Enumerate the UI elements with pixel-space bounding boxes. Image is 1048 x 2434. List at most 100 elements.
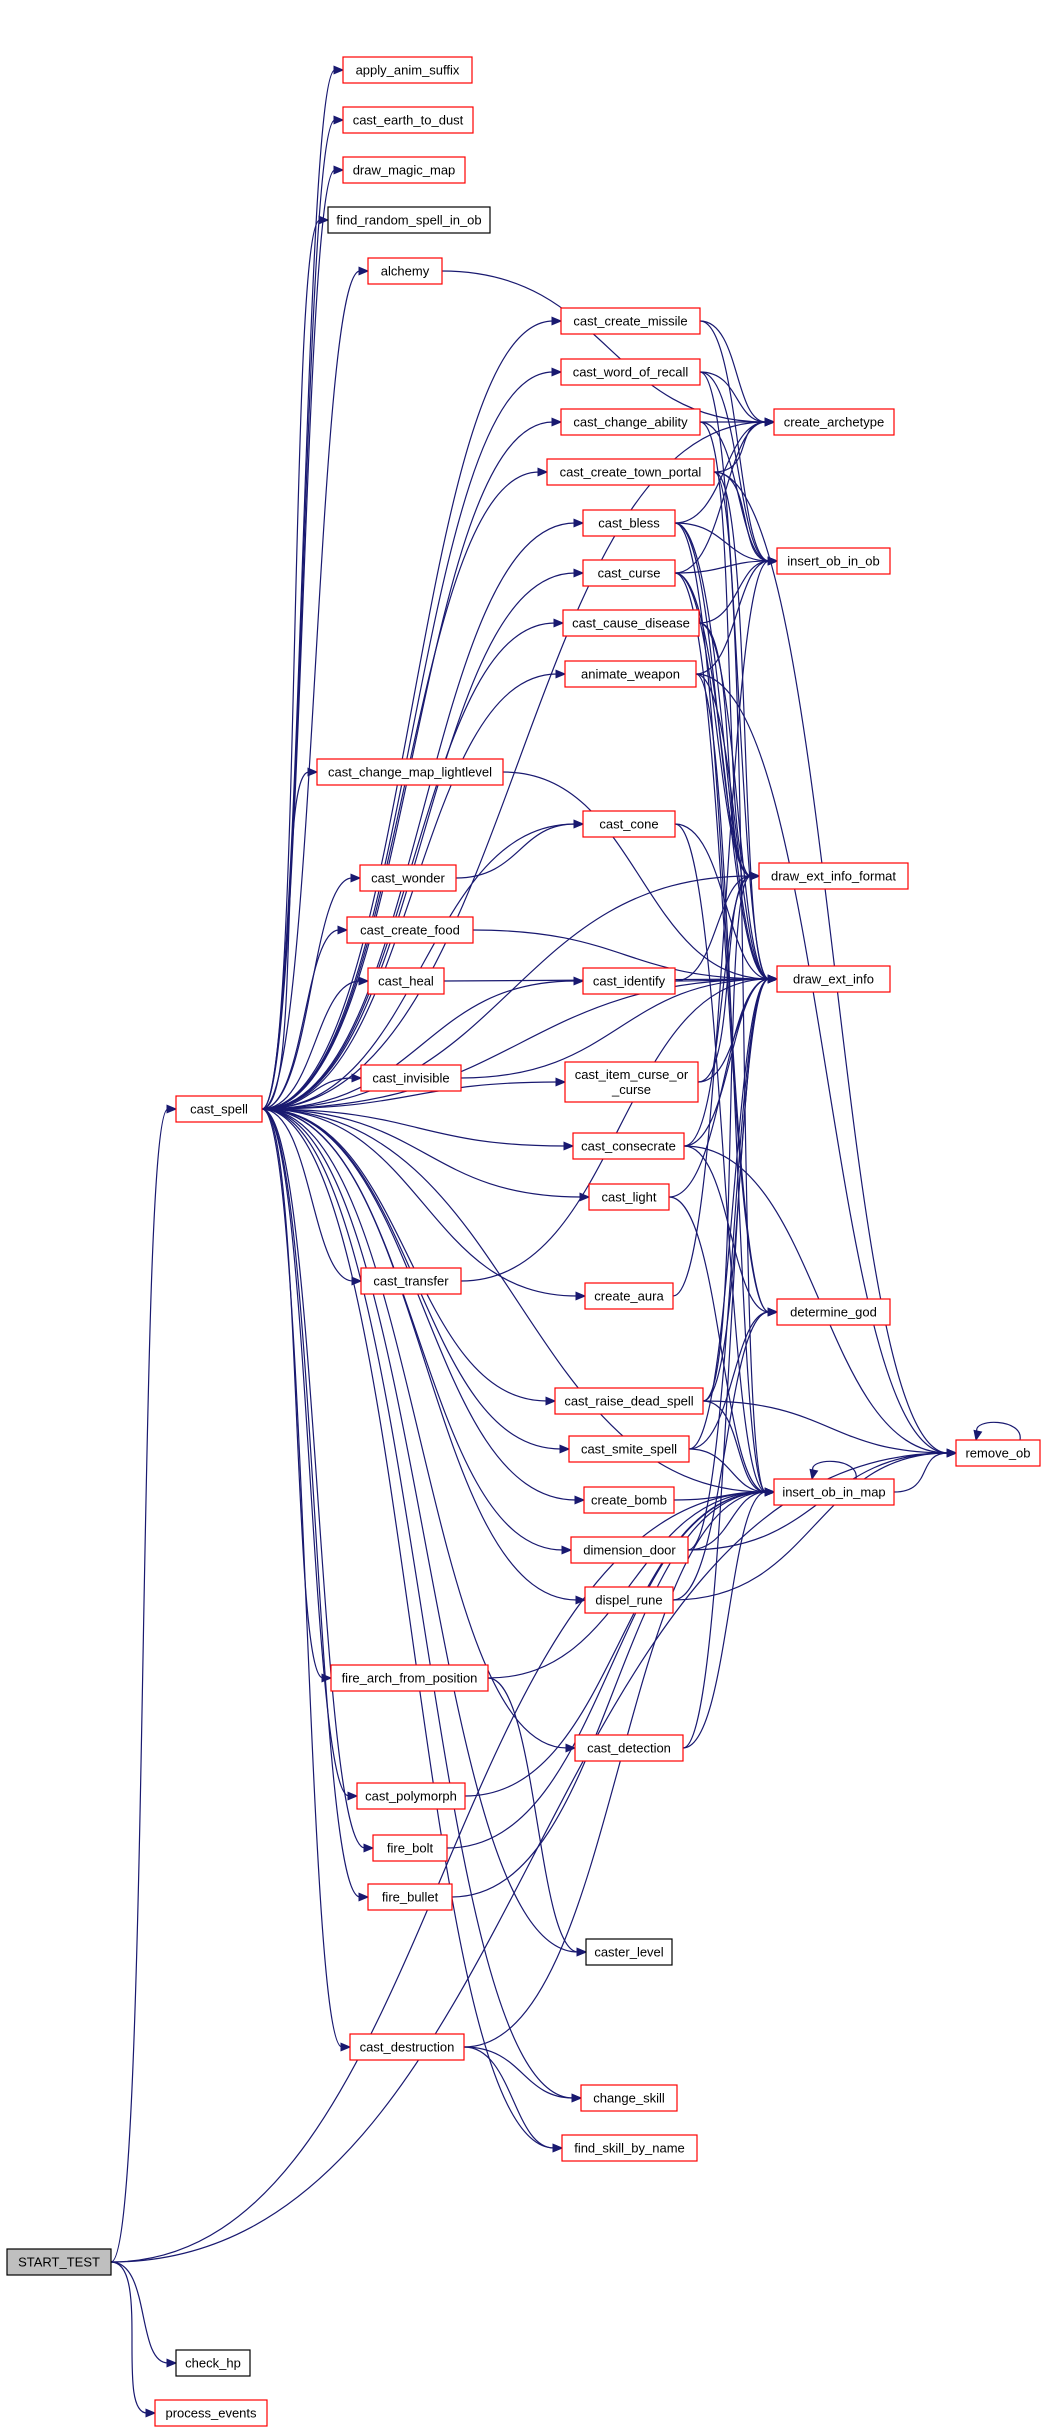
node-label: insert_ob_in_ob	[787, 554, 880, 569]
node-cast-cone[interactable]: cast_cone	[582, 810, 676, 838]
edge-cast-raise-dead-spell-to-remove-ob	[702, 1400, 958, 1458]
node-insert-ob-in-map[interactable]: insert_ob_in_map	[773, 1478, 895, 1506]
node-label: alchemy	[381, 264, 430, 279]
node-box	[572, 1132, 685, 1160]
node-label: insert_ob_in_map	[782, 1485, 885, 1500]
node-create-bomb[interactable]: create_bomb	[583, 1486, 675, 1514]
node-box	[360, 1267, 462, 1295]
node-draw-ext-info[interactable]: draw_ext_info	[776, 965, 891, 993]
node-cast-destruction[interactable]: cast_destruction	[349, 2033, 465, 2061]
edge-cast-spell-to-draw-magic-map	[261, 165, 345, 1110]
edge-insert-ob-in-map-to-insert-ob-in-map	[809, 1460, 857, 1481]
node-cast-spell[interactable]: cast_spell	[175, 1095, 263, 1123]
node-check-hp[interactable]: check_hp	[175, 2349, 251, 2377]
node-label: apply_anim_suffix	[356, 63, 460, 78]
node-cast-create-town-portal[interactable]: cast_create_town_portal	[546, 458, 715, 486]
node-cast-smite-spell[interactable]: cast_smite_spell	[568, 1435, 690, 1463]
node-create-aura[interactable]: create_aura	[584, 1282, 674, 1310]
node-box	[585, 1938, 673, 1966]
node-label: cast_heal	[378, 974, 434, 989]
node-cast-invisible[interactable]: cast_invisible	[360, 1064, 462, 1092]
edge-cast-spell-to-caster-level	[261, 1108, 588, 1957]
node-cast-change-ability[interactable]: cast_change_ability	[560, 408, 701, 436]
node-draw-ext-info-format[interactable]: draw_ext_info_format	[758, 862, 909, 890]
node-fire-arch-from-position[interactable]: fire_arch_from_position	[330, 1664, 489, 1692]
node-caster-level[interactable]: caster_level	[585, 1938, 673, 1966]
edge-animate-weapon-to-remove-ob	[695, 673, 958, 1458]
node-cast-create-food[interactable]: cast_create_food	[346, 916, 474, 944]
node-cast-identify[interactable]: cast_identify	[582, 967, 676, 995]
node-label: cast_change_ability	[573, 415, 688, 430]
node-box	[346, 916, 474, 944]
node-cast-raise-dead-spell[interactable]: cast_raise_dead_spell	[554, 1387, 704, 1415]
edge-cast-spell-to-draw-ext-info	[261, 974, 779, 1110]
edge-cast-destruction-to-find-skill-by-name	[463, 2046, 564, 2153]
node-cast-light[interactable]: cast_light	[588, 1183, 670, 1211]
node-determine-god[interactable]: determine_god	[776, 1298, 891, 1326]
node-dispel-rune[interactable]: dispel_rune	[584, 1586, 674, 1614]
node-change-skill[interactable]: change_skill	[580, 2084, 678, 2112]
node-box	[583, 1486, 675, 1514]
node-cast-bless[interactable]: cast_bless	[582, 509, 676, 537]
node-box	[570, 1536, 689, 1564]
node-START-TEST[interactable]: START_TEST	[6, 2248, 112, 2276]
node-label: draw_magic_map	[353, 163, 456, 178]
node-cast-consecrate[interactable]: cast_consecrate	[572, 1132, 685, 1160]
node-label: cast_spell	[190, 1102, 248, 1117]
node-cast-transfer[interactable]: cast_transfer	[360, 1267, 462, 1295]
node-cast-create-missile[interactable]: cast_create_missile	[560, 307, 701, 335]
node-label: draw_ext_info_format	[771, 869, 896, 884]
edge-cast-spell-to-cast-raise-dead-spell	[261, 1108, 557, 1406]
edge-dimension-door-to-insert-ob-in-map	[687, 1487, 776, 1551]
node-cast-earth-to-dust[interactable]: cast_earth_to_dust	[342, 106, 474, 134]
node-cast-word-of-recall[interactable]: cast_word_of_recall	[560, 358, 701, 386]
node-insert-ob-in-ob[interactable]: insert_ob_in_ob	[776, 547, 891, 575]
node-box	[330, 1664, 489, 1692]
edge-cast-destruction-to-insert-ob-in-map	[463, 1487, 776, 2048]
node-fire-bolt[interactable]: fire_bolt	[372, 1834, 448, 1862]
node-box	[554, 1387, 704, 1415]
node-cast-curse[interactable]: cast_curse	[582, 559, 676, 587]
node-box	[568, 1435, 690, 1463]
edge-cast-spell-to-cast-bless	[261, 518, 585, 1110]
edge-cast-detection-to-draw-ext-info	[682, 974, 779, 1749]
node-label: create_aura	[594, 1289, 664, 1304]
edge-cast-spell-to-dimension-door	[261, 1108, 573, 1555]
node-cast-item-curse-or-curse[interactable]: cast_item_curse_or_curse	[564, 1061, 699, 1103]
edge-cast-spell-to-cast-wonder	[261, 873, 362, 1110]
node-label: START_TEST	[18, 2255, 100, 2270]
node-box	[367, 257, 443, 285]
edge-cast-spell-to-alchemy	[261, 266, 370, 1110]
node-remove-ob[interactable]: remove_ob	[955, 1439, 1041, 1467]
node-fire-bullet[interactable]: fire_bullet	[367, 1883, 453, 1911]
edge-cast-destruction-to-change-skill	[463, 2046, 583, 2103]
node-box	[582, 967, 676, 995]
node-find-skill-by-name[interactable]: find_skill_by_name	[561, 2134, 698, 2162]
node-label: fire_bolt	[387, 1841, 434, 1856]
node-cast-wonder[interactable]: cast_wonder	[359, 864, 457, 892]
node-label: cast_word_of_recall	[573, 365, 689, 380]
edge-cast-spell-to-cast-destruction	[261, 1108, 352, 2052]
node-box	[773, 1478, 895, 1506]
node-process-events[interactable]: process_events	[154, 2399, 268, 2427]
node-cast-heal[interactable]: cast_heal	[367, 967, 445, 995]
node-draw-magic-map[interactable]: draw_magic_map	[342, 156, 466, 184]
edge-cast-spell-to-cast-create-town-portal	[261, 467, 549, 1110]
node-dimension-door[interactable]: dimension_door	[570, 1536, 689, 1564]
node-create-archetype[interactable]: create_archetype	[773, 408, 895, 436]
node-cast-detection[interactable]: cast_detection	[574, 1734, 684, 1762]
node-label: fire_bullet	[382, 1890, 439, 1905]
node-alchemy[interactable]: alchemy	[367, 257, 443, 285]
node-label: create_bomb	[591, 1493, 667, 1508]
node-apply-anim-suffix[interactable]: apply_anim_suffix	[342, 56, 473, 84]
node-cast-cause-disease[interactable]: cast_cause_disease	[562, 609, 700, 637]
node-cast-polymorph[interactable]: cast_polymorph	[356, 1782, 466, 1810]
node-box	[584, 1586, 674, 1614]
node-label: cast_cone	[599, 817, 658, 832]
node-find-random-spell-in-ob[interactable]: find_random_spell_in_ob	[327, 206, 491, 234]
edges-layer	[110, 65, 1021, 2418]
node-cast-change-map-lightlevel[interactable]: cast_change_map_lightlevel	[316, 758, 504, 786]
node-box	[560, 307, 701, 335]
edge-cast-spell-to-fire-bullet	[261, 1108, 370, 1902]
node-animate-weapon[interactable]: animate_weapon	[564, 660, 697, 688]
